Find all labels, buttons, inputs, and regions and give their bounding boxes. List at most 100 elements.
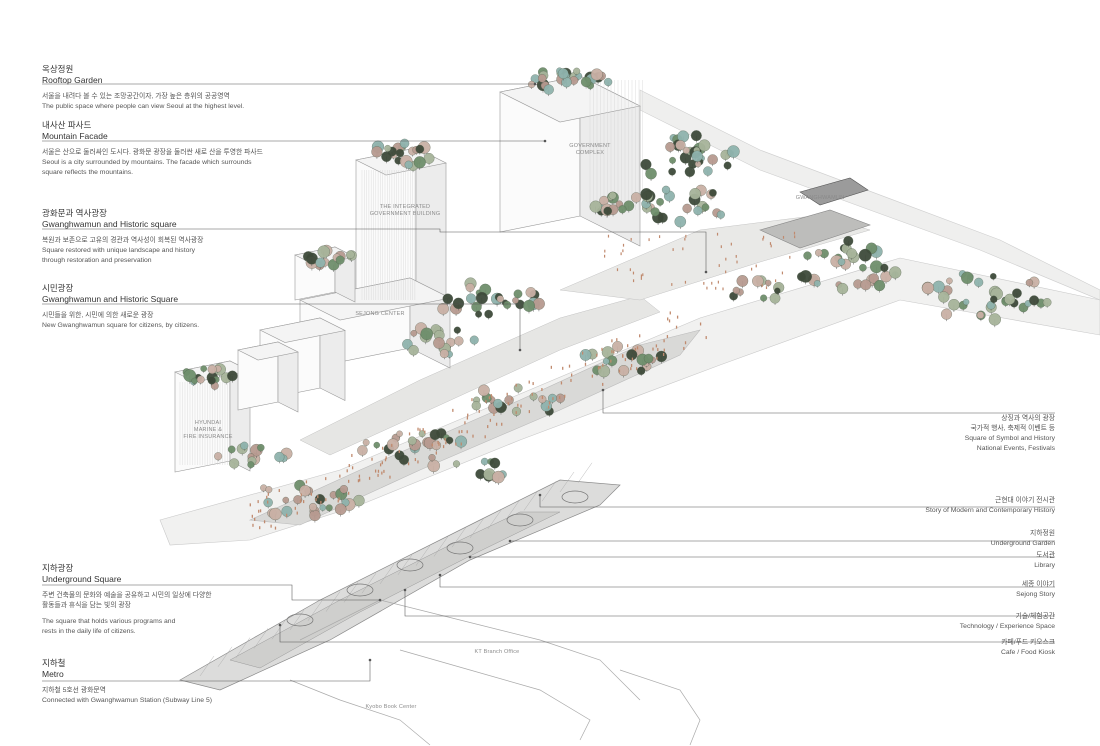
person-figure xyxy=(464,421,466,425)
leader-end-dot xyxy=(601,388,605,392)
plaza-tree xyxy=(214,452,223,461)
person-figure xyxy=(781,271,784,275)
park-tree xyxy=(669,156,676,164)
park-tree xyxy=(1004,293,1016,305)
person-figure xyxy=(267,492,269,496)
person-figure xyxy=(706,286,708,290)
person-figure xyxy=(705,336,707,340)
park-tree xyxy=(836,282,849,295)
person-figure xyxy=(348,464,350,468)
park-tree xyxy=(837,258,846,266)
person-figure xyxy=(259,509,262,513)
underground-corridor xyxy=(229,511,561,669)
person-figure xyxy=(616,268,619,272)
person-figure xyxy=(762,237,764,241)
leader-end-dot xyxy=(543,139,547,143)
person-figure xyxy=(667,317,669,321)
plaza-tree xyxy=(603,206,612,216)
person-figure xyxy=(325,477,327,481)
plaza-tree xyxy=(618,205,627,214)
rooftop-tree xyxy=(399,138,410,149)
label-hyundai: HYUNDAI MARINE & FIRE INSURANCE xyxy=(183,420,233,440)
person-figure xyxy=(631,357,634,361)
annotation-sejong-story: 세종 이야기 Sejong Story xyxy=(1016,581,1055,598)
plaza-tree xyxy=(466,293,477,304)
plaza-tree xyxy=(529,392,538,401)
rooftop-tree xyxy=(346,250,355,259)
leader-end-dot xyxy=(704,270,708,274)
rooftop-tree xyxy=(573,67,581,75)
annotation-library: 도서관 Library xyxy=(1034,552,1055,569)
person-figure xyxy=(374,469,377,473)
park-tree xyxy=(665,142,676,152)
park-tree xyxy=(640,159,652,170)
plaza-tree xyxy=(643,353,654,364)
person-figure xyxy=(736,260,738,264)
annotation-technology-space: 기술/체험공간 Technology / Experience Space xyxy=(959,613,1055,630)
plaza-tree xyxy=(229,458,240,469)
plaza-tree xyxy=(538,395,547,404)
plaza-tree xyxy=(309,509,321,522)
person-figure xyxy=(357,479,360,483)
person-figure xyxy=(657,348,659,352)
plaza-tree xyxy=(274,451,285,462)
plaza-band-west xyxy=(299,295,661,456)
person-figure xyxy=(602,363,604,367)
person-figure xyxy=(717,280,719,284)
plaza-tree xyxy=(453,326,461,334)
underground-grid-line xyxy=(217,646,233,667)
person-figure xyxy=(466,430,468,434)
person-figure xyxy=(627,344,629,348)
person-figure xyxy=(358,474,361,478)
person-figure xyxy=(624,358,627,362)
person-figure xyxy=(684,280,687,284)
park-tree xyxy=(846,248,857,259)
plaza-tree xyxy=(555,393,565,403)
person-figure xyxy=(317,495,319,499)
person-figure xyxy=(630,367,632,371)
person-figure xyxy=(346,469,348,473)
park-tree xyxy=(736,275,749,287)
person-figure xyxy=(452,408,454,412)
person-figure xyxy=(639,334,641,338)
person-figure xyxy=(782,235,785,239)
person-figure xyxy=(550,365,552,369)
person-figure xyxy=(640,277,642,280)
plaza-tree xyxy=(612,341,623,352)
underground-grid-line xyxy=(307,600,323,621)
plaza-tree xyxy=(325,504,333,512)
park-tree xyxy=(774,287,781,294)
person-figure xyxy=(684,341,687,345)
label-integrated-government: THE INTEGRATED GOVERNMENT BUILDING xyxy=(369,204,441,217)
plaza-tree xyxy=(484,309,493,319)
person-figure xyxy=(715,286,717,290)
annotation-historic-square: 광화문과 역사광장 Gwanghwamun and Historic squar… xyxy=(42,208,204,264)
person-figure xyxy=(629,268,631,272)
plaza-tree xyxy=(437,303,449,315)
leader-cafe-kiosk xyxy=(279,625,1055,643)
person-figure xyxy=(472,434,474,438)
park-tree xyxy=(703,166,713,176)
underground-grid-line xyxy=(523,490,539,511)
leader-end-dot xyxy=(468,555,472,559)
plaza-tree xyxy=(597,364,611,378)
plaza-tree xyxy=(357,445,368,456)
person-figure xyxy=(591,374,594,378)
rooftop-tree xyxy=(315,257,326,268)
plaza-tree xyxy=(339,485,349,494)
park-tree xyxy=(932,280,945,293)
plaza-tree xyxy=(420,327,433,340)
park-tree xyxy=(691,150,703,162)
rooftop-tree xyxy=(538,74,547,83)
low-block-building-top xyxy=(237,341,299,361)
person-figure xyxy=(685,234,687,238)
plaza-tree xyxy=(386,438,400,451)
rooftop-tree xyxy=(580,76,592,88)
underground-grid-line xyxy=(415,545,431,566)
underground-grid-line xyxy=(235,637,251,658)
person-figure xyxy=(663,339,665,343)
plaza-tree xyxy=(428,454,436,462)
annotation-underground-garden: 지하정원 Underground Garden xyxy=(990,530,1055,547)
park-tree xyxy=(961,271,974,284)
